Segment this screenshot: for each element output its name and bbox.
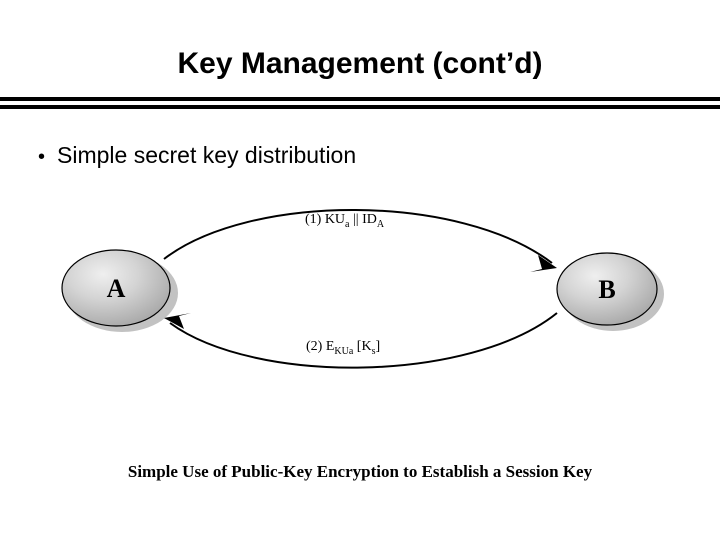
message-1-prefix: (1) KU [305,212,345,227]
node-a-sphere [61,249,171,327]
node-b-label: B [598,275,615,304]
page-title: Key Management (cont’d) [177,47,543,80]
message-1-sub1: a [345,219,350,230]
bullet-item: • Simple secret key distribution [38,142,356,169]
node-b-sphere [556,252,658,326]
arrow-b-to-a-head [164,313,191,329]
title-divider-lower [0,105,720,109]
node-a-label: A [107,274,126,303]
message-2-label: (2) EKUa [Ks] [306,339,380,357]
arrow-b-to-a [169,312,558,369]
figure-caption: Simple Use of Public-Key Encryption to E… [127,462,593,481]
bullet-marker: • [38,146,46,168]
message-2-sub1: KUa [334,346,353,357]
message-2-prefix: (2) E [306,339,334,354]
svg-text:(1) KUa || IDA: (1) KUa || IDA [305,212,385,230]
message-2-sub2: s [372,346,376,357]
title-divider-upper [0,97,720,101]
message-1-label: (1) KUa || IDA [305,212,385,230]
message-1-mid: || ID [350,212,377,227]
bullet-item-label: Simple secret key distribution [57,142,357,168]
arrow-a-to-b [163,209,553,264]
message-2-mid: [K [353,339,371,354]
key-distribution-diagram: A B (1) KUa || IDA (2) EKUa [Ks] [60,195,670,505]
svg-text:(2) EKUa [Ks]: (2) EKUa [Ks] [306,339,380,357]
message-1-sub2: A [377,219,385,230]
message-2-suffix: ] [375,339,380,354]
arrow-a-to-b-head [530,255,557,272]
